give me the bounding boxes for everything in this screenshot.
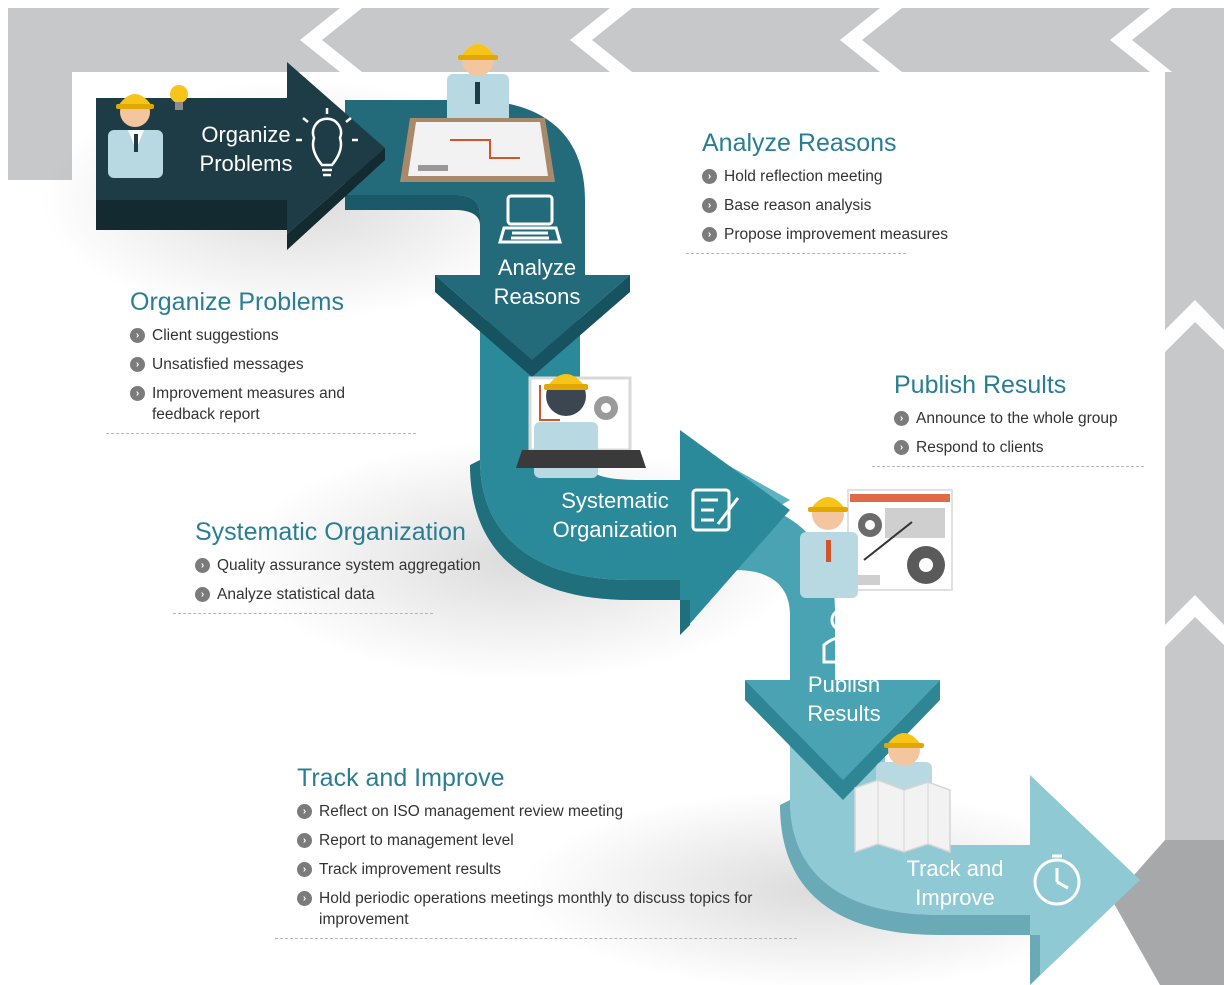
worker-drafting-icon: [400, 44, 555, 182]
list-item: ›Analyze statistical data: [195, 584, 525, 605]
chevron-right-icon: ›: [130, 357, 145, 372]
list-item: ›Track improvement results: [297, 859, 787, 880]
list-item: ›Quality assurance system aggregation: [195, 555, 525, 576]
chevron-right-icon: ›: [130, 328, 145, 343]
section-organize-problems: Organize Problems ›Client suggestions ›U…: [106, 287, 430, 434]
divider: [173, 613, 433, 614]
worker-computer-icon: [516, 374, 646, 478]
step-label-organize: Organize Problems: [199, 122, 293, 176]
worker-icon: [108, 94, 163, 178]
chevron-right-icon: ›: [894, 411, 909, 426]
section-systematic-organization: Systematic Organization ›Quality assuran…: [173, 517, 525, 614]
chevron-right-icon: ›: [702, 227, 717, 242]
worker-presenting-icon: [800, 489, 953, 598]
worker-map-icon: [854, 733, 951, 854]
list-item: ›Hold reflection meeting: [702, 166, 1002, 187]
chevron-right-icon: ›: [297, 804, 312, 819]
chevron-right-icon: ›: [130, 386, 145, 401]
chevron-right-icon: ›: [894, 440, 909, 455]
checklist-icon: [691, 488, 740, 532]
section-title: Organize Problems: [130, 288, 344, 316]
lightbulb-icon: [170, 85, 188, 110]
list-item: ›Reflect on ISO management review meetin…: [297, 801, 787, 822]
background-frame: [8, 8, 1224, 985]
chevron-right-icon: ›: [195, 558, 210, 573]
step-label-publish: Publish Results: [807, 672, 881, 726]
laptop-icon: [498, 194, 562, 244]
list-item: ›Hold periodic operations meetings month…: [297, 888, 789, 930]
chevron-right-icon: ›: [297, 862, 312, 877]
section-analyze-reasons: Analyze Reasons ›Hold reflection meeting…: [686, 128, 1002, 254]
list-item: ›Propose improvement measures: [702, 224, 1002, 245]
chevron-right-icon: ›: [702, 198, 717, 213]
section-title: Analyze Reasons: [702, 129, 897, 157]
list-item: ›Improvement measures and feedback repor…: [130, 383, 372, 425]
section-publish-results: Publish Results ›Announce to the whole g…: [872, 370, 1154, 467]
step-label-systematic: Systematic Organization: [552, 488, 678, 542]
user-icon: [822, 608, 862, 664]
chevron-right-icon: ›: [702, 169, 717, 184]
section-track-improve: Track and Improve ›Reflect on ISO manage…: [275, 763, 797, 939]
divider: [106, 433, 416, 434]
section-title: Publish Results: [894, 371, 1067, 399]
idea-icon: [296, 108, 358, 177]
list-item: ›Report to management level: [297, 830, 787, 851]
stopwatch-icon: [1033, 854, 1081, 906]
chevron-right-icon: ›: [297, 833, 312, 848]
step-organize-shape: [96, 62, 385, 250]
step-label-track: Track and Improve: [906, 856, 1004, 910]
list-item: ›Unsatisfied messages: [130, 354, 430, 375]
divider: [872, 466, 1144, 467]
section-title: Track and Improve: [297, 764, 505, 792]
divider: [686, 253, 906, 254]
chevron-right-icon: ›: [297, 891, 312, 906]
list-item: ›Respond to clients: [894, 437, 1154, 458]
divider: [275, 938, 797, 939]
list-item: ›Announce to the whole group: [894, 408, 1154, 429]
list-item: ›Base reason analysis: [702, 195, 1002, 216]
chevron-right-icon: ›: [195, 587, 210, 602]
step-label-analyze: Analyze Reasons: [493, 255, 581, 309]
section-title: Systematic Organization: [195, 518, 466, 546]
list-item: ›Client suggestions: [130, 325, 430, 346]
